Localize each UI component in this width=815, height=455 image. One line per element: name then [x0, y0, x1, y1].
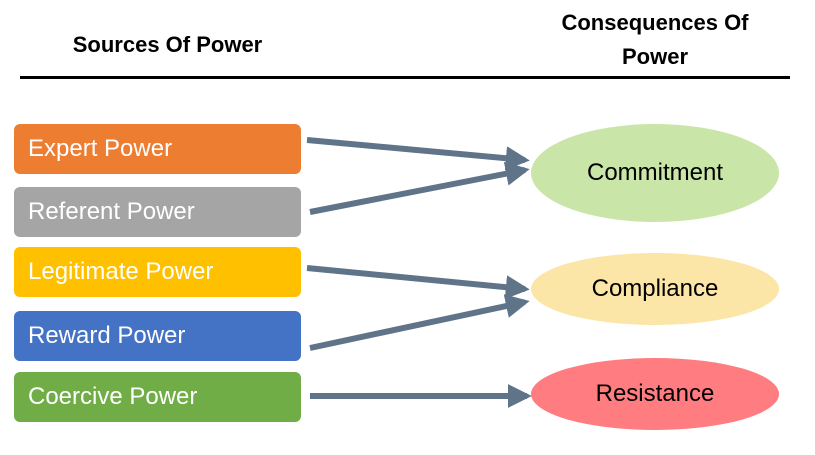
source-reward-power: Reward Power [14, 311, 301, 361]
consequence-label: Resistance [595, 380, 715, 407]
consequence-commitment: Commitment [531, 124, 779, 222]
consequences-heading: Consequences Of Power [520, 6, 790, 74]
sources-heading: Sources Of Power [72, 32, 263, 57]
arrow-referent-to-commitment [309, 161, 530, 215]
source-label: Referent Power [28, 198, 195, 225]
consequence-label: Compliance [591, 275, 719, 302]
source-label: Expert Power [28, 135, 173, 162]
source-label: Coercive Power [28, 383, 198, 410]
source-legitimate-power: Legitimate Power [14, 247, 301, 297]
source-label: Legitimate Power [28, 258, 214, 285]
source-referent-power: Referent Power [14, 187, 301, 237]
consequence-compliance: Compliance [531, 253, 779, 325]
source-expert-power: Expert Power [14, 124, 301, 174]
consequence-label: Commitment [586, 159, 724, 186]
source-label: Reward Power [28, 322, 186, 349]
consequences-heading-line2: Power [621, 44, 689, 69]
source-coercive-power: Coercive Power [14, 372, 301, 422]
header-divider [20, 76, 790, 79]
arrow-legitimate-to-compliance [306, 265, 530, 300]
arrow-reward-to-compliance [309, 294, 530, 351]
arrow-expert-to-commitment [306, 137, 530, 171]
consequences-heading-line1: Consequences Of [561, 10, 749, 35]
consequence-resistance: Resistance [531, 358, 779, 430]
